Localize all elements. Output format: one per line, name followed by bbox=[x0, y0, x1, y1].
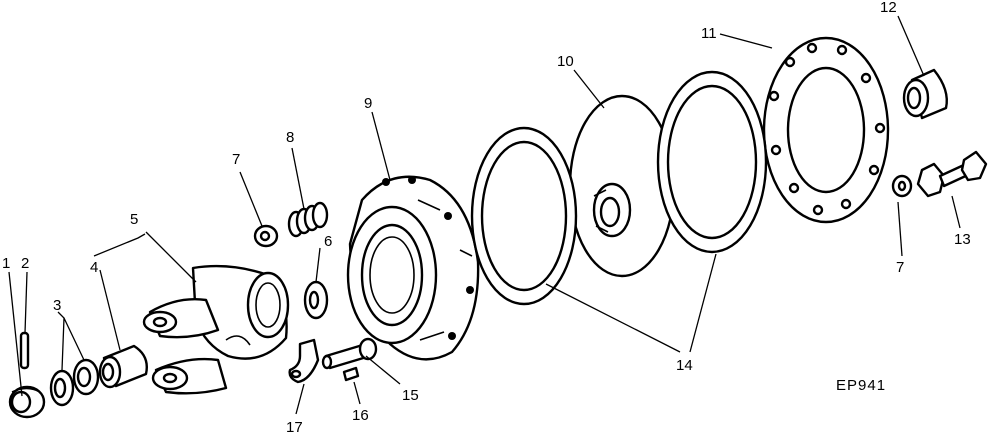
part-10-disc bbox=[568, 94, 676, 278]
callout-15: 15 bbox=[402, 387, 419, 404]
callout-6: 6 bbox=[324, 233, 332, 250]
part-14-friction-rings bbox=[470, 70, 768, 306]
callout-13: 13 bbox=[954, 231, 971, 248]
callout-12: 12 bbox=[880, 0, 897, 16]
callout-3: 3 bbox=[53, 297, 61, 314]
part-11-flange bbox=[762, 36, 890, 224]
part-5-yoke-hub bbox=[142, 264, 290, 395]
figure-code: EP941 bbox=[836, 377, 886, 394]
part-7-washer-right bbox=[891, 174, 913, 198]
callout-4: 4 bbox=[90, 259, 98, 276]
callout-7-right: 7 bbox=[896, 259, 904, 276]
part-15-pin bbox=[321, 337, 378, 370]
callout-14: 14 bbox=[676, 357, 693, 374]
part-4-bushing bbox=[98, 344, 148, 389]
callout-10: 10 bbox=[557, 53, 574, 70]
callout-7-upper: 7 bbox=[232, 151, 240, 168]
part-3-washers bbox=[49, 358, 100, 407]
callout-16: 16 bbox=[352, 407, 369, 424]
part-13-bolt bbox=[916, 150, 988, 198]
part-6-washer bbox=[303, 280, 329, 320]
callout-9: 9 bbox=[364, 95, 372, 112]
leader-lines bbox=[8, 15, 961, 415]
callout-5: 5 bbox=[130, 211, 138, 228]
part-16-roll-pin bbox=[342, 366, 360, 382]
part-7-washer-upper bbox=[253, 224, 279, 248]
part-8-spring bbox=[287, 201, 329, 238]
part-12-sleeve bbox=[902, 68, 948, 120]
part-9-housing bbox=[346, 175, 480, 361]
callout-labels: 1 2 3 4 5 6 7 7 8 9 10 11 12 13 14 15 16… bbox=[2, 0, 971, 436]
callout-11: 11 bbox=[701, 25, 717, 42]
callout-8: 8 bbox=[286, 129, 294, 146]
part-17-latch bbox=[288, 338, 320, 384]
callout-2: 2 bbox=[21, 255, 29, 272]
part-1-collar bbox=[8, 385, 46, 419]
callout-1: 1 bbox=[2, 255, 10, 272]
part-2-pin bbox=[19, 331, 30, 370]
callout-17: 17 bbox=[286, 419, 303, 436]
